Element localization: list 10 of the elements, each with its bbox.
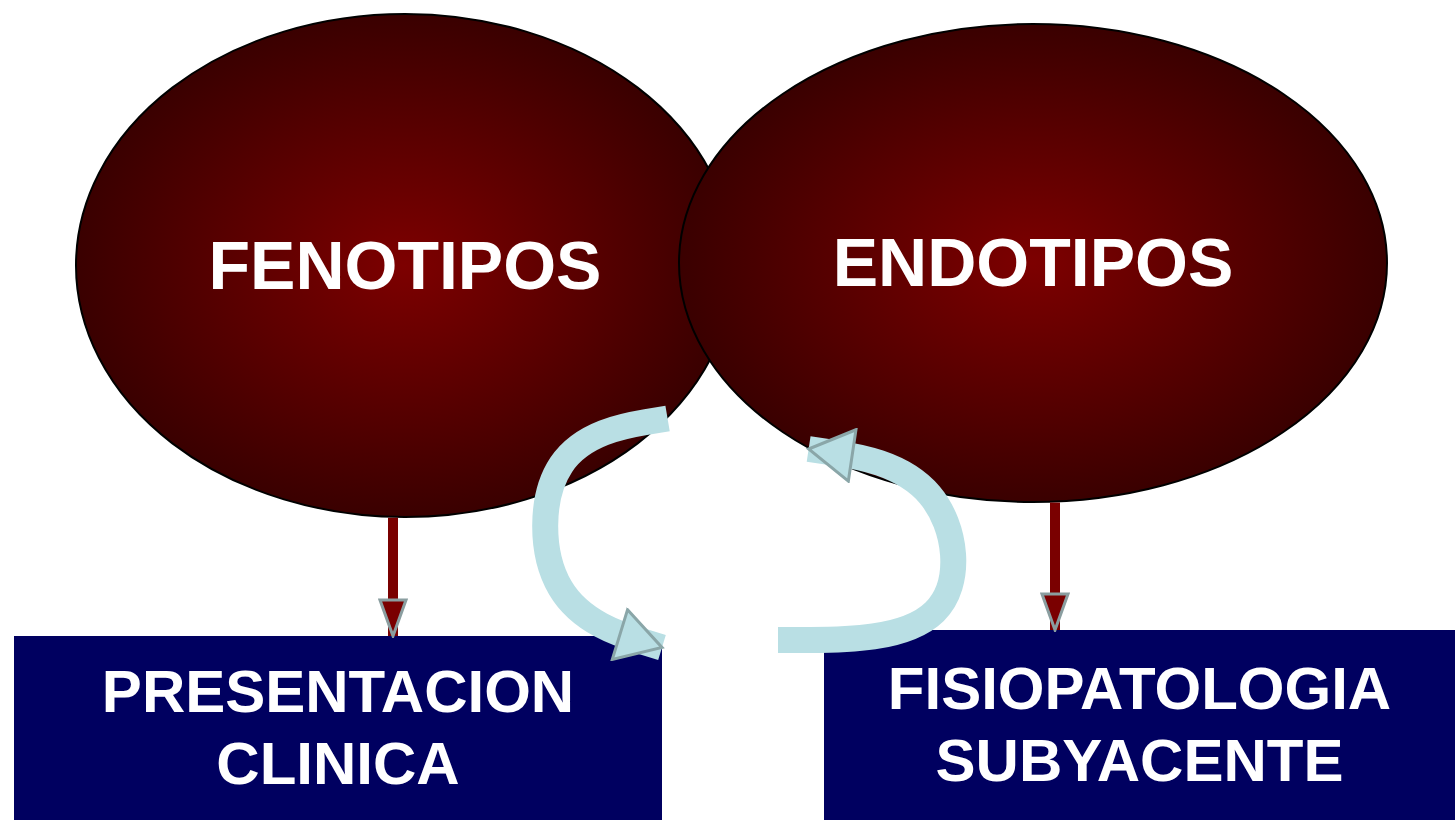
node-label: PRESENTACION CLINICA <box>100 657 576 799</box>
node-label: ENDOTIPOS <box>832 223 1234 303</box>
arrow <box>532 405 670 661</box>
node-label: FENOTIPOS <box>208 225 602 305</box>
arrow <box>378 517 408 638</box>
label-box <box>824 630 1455 820</box>
arrow <box>1040 502 1070 632</box>
label-box <box>14 636 662 820</box>
node-label: FISIOPATOLOGIA SUBYACENTE <box>886 654 1393 796</box>
arrow <box>778 428 967 653</box>
